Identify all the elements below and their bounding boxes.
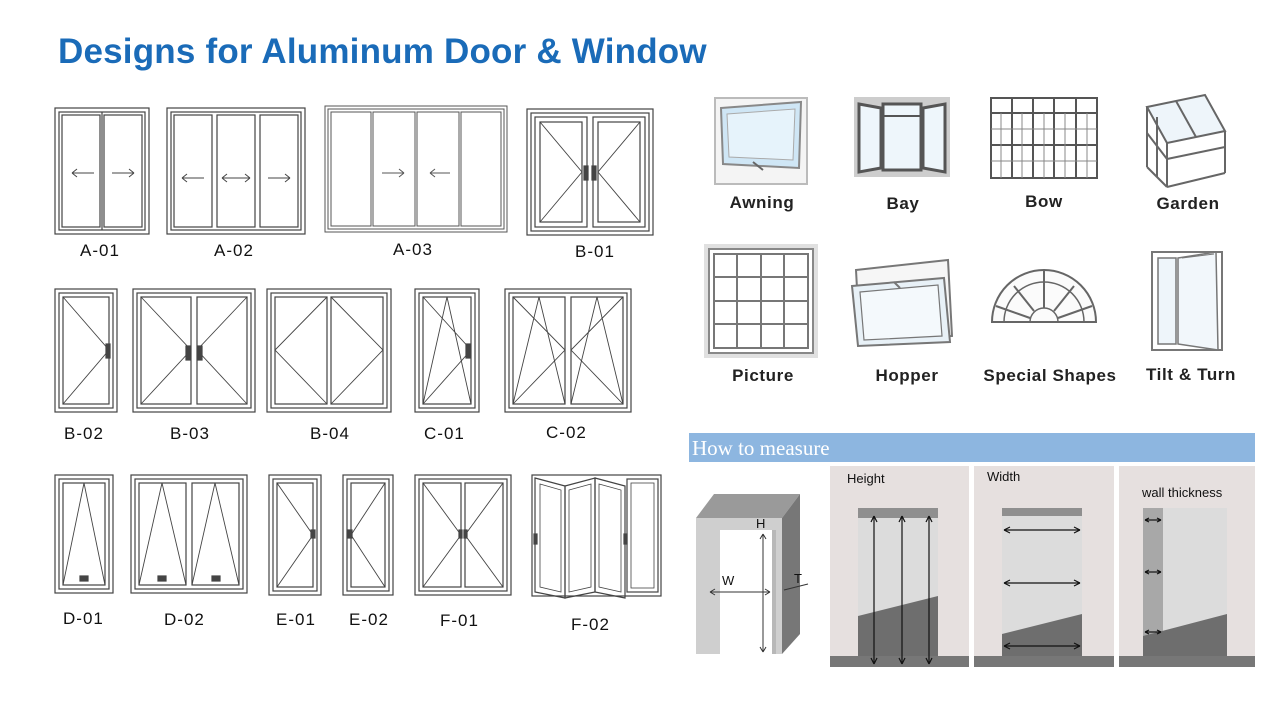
door-e02: [342, 474, 394, 596]
garden-window-illustration: [1143, 93, 1227, 189]
window-c02: [504, 288, 632, 413]
measure-wall-thickness-label: wall thickness: [1142, 485, 1223, 500]
door-f01: [414, 474, 512, 596]
window-d02: [130, 474, 248, 594]
code-b04: B-04: [310, 424, 350, 443]
code-a03: A-03: [393, 240, 433, 259]
door-b02: [54, 288, 118, 413]
door-b01: [526, 108, 654, 236]
code-f02: F-02: [571, 615, 610, 634]
code-b03: B-03: [170, 424, 210, 443]
window-type-tilt-and-turn: Tilt & Turn: [1145, 365, 1236, 384]
code-c02: C-02: [546, 423, 587, 442]
awning-window-illustration: [713, 96, 809, 188]
code-f01: F-01: [440, 611, 479, 630]
door-b03: [132, 288, 256, 413]
door-e01: [268, 474, 322, 596]
measure-t-label: T: [794, 571, 802, 586]
code-e02: E-02: [349, 610, 389, 629]
picture-window-illustration: [704, 244, 818, 358]
bow-window-illustration: [990, 97, 1098, 179]
code-b01: B-01: [575, 242, 615, 261]
tilt-turn-window-illustration: [1150, 250, 1224, 354]
measure-height-label: Height: [847, 471, 885, 486]
window-type-bay: Bay: [886, 194, 920, 213]
door-f02: [531, 474, 662, 608]
hopper-window-illustration: [850, 258, 956, 348]
measure-h-label: H: [756, 516, 766, 531]
measure-panel-height: [830, 466, 969, 667]
code-a01: A-01: [80, 241, 120, 260]
measure-panel-wall-thickness: [1119, 466, 1255, 667]
window-type-garden: Garden: [1156, 194, 1220, 213]
window-d01: [54, 474, 114, 594]
how-to-measure-title: How to measure: [692, 436, 830, 460]
code-c01: C-01: [424, 424, 465, 443]
measure-panel-width: [974, 466, 1114, 667]
window-type-bow: Bow: [1025, 192, 1063, 211]
door-a01: [54, 107, 150, 235]
window-c01: [414, 288, 480, 413]
special-shapes-window-illustration: [990, 262, 1098, 324]
how-to-measure-header: [689, 433, 1255, 462]
window-type-picture: Picture: [732, 366, 794, 385]
window-type-hopper: Hopper: [875, 366, 939, 385]
code-d01: D-01: [63, 609, 104, 628]
code-d02: D-02: [164, 610, 205, 629]
window-type-special-shapes: Special Shapes: [983, 366, 1117, 385]
measure-width-label: Width: [987, 469, 1021, 484]
door-a02: [166, 107, 306, 235]
window-type-awning: Awning: [729, 193, 795, 212]
code-e01: E-01: [276, 610, 316, 629]
code-a02: A-02: [214, 241, 254, 260]
door-a03: [324, 105, 508, 233]
measure-diagram-opening: [690, 466, 826, 667]
bay-window-illustration: [853, 96, 951, 178]
page-title: Designs for Aluminum Door & Window: [58, 32, 707, 71]
measure-w-label: W: [722, 573, 735, 588]
door-b04: [266, 288, 392, 413]
code-b02: B-02: [64, 424, 104, 443]
